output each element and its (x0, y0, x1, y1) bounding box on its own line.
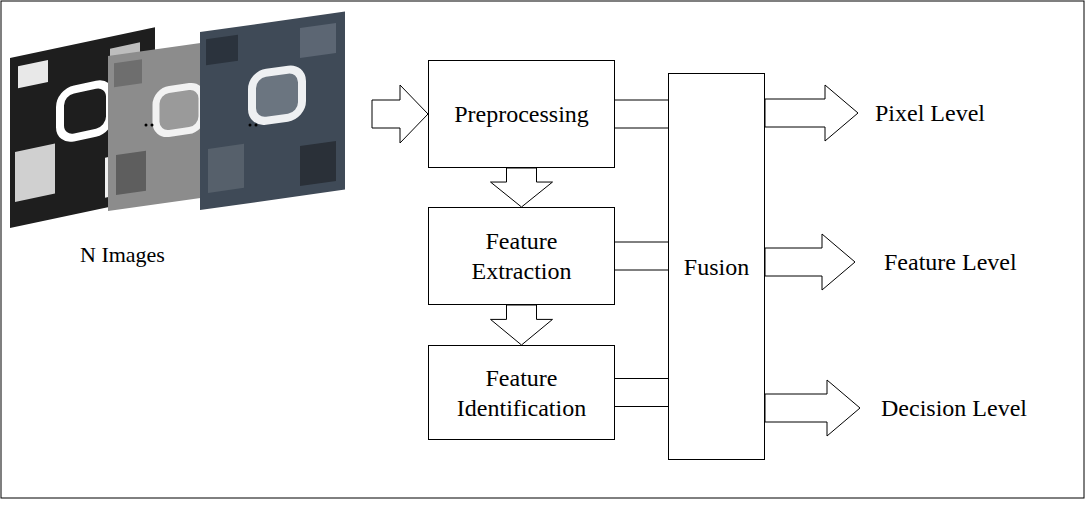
box-label: Preprocessing (454, 99, 589, 129)
block-arrow (491, 168, 553, 207)
stadium (156, 85, 202, 135)
block-arrow (491, 305, 553, 345)
ellipsis-dot (255, 124, 258, 127)
double-link-line (615, 379, 668, 407)
fusion-level-label: Decision Level (881, 394, 1027, 422)
image-block (18, 60, 48, 88)
output-block-arrow (765, 234, 855, 290)
image-block (114, 59, 142, 87)
ellipsis-dot (151, 124, 154, 127)
image-block (206, 35, 238, 65)
process-box: Fusion (668, 73, 765, 460)
fusion-level-label: Pixel Level (875, 99, 985, 127)
outer-frame (1, 1, 1084, 498)
output-block-arrow (765, 380, 860, 436)
ellipsis-dot (249, 124, 252, 127)
box-label: Feature Identification (447, 363, 597, 423)
double-link-line (615, 100, 668, 128)
process-box: Feature Extraction (428, 207, 615, 305)
box-label: Feature Extraction (447, 226, 597, 286)
image-block (208, 144, 244, 193)
image-block (300, 141, 336, 186)
image-block (15, 143, 55, 202)
stadium (252, 68, 302, 123)
image-caption: N Images (80, 241, 165, 269)
image-ground (200, 12, 345, 210)
process-box: Preprocessing (428, 60, 615, 168)
output-block-arrow (765, 85, 858, 141)
ellipsis-dot (145, 124, 148, 127)
image-block (300, 23, 336, 58)
box-label: Fusion (684, 252, 749, 282)
process-box: Feature Identification (428, 345, 615, 440)
double-link-line (615, 242, 668, 270)
fusion-level-label: Feature Level (884, 248, 1017, 276)
stadium (60, 82, 110, 141)
image-colour (200, 12, 345, 210)
input-block-arrow (372, 85, 428, 143)
image-block (116, 151, 146, 195)
